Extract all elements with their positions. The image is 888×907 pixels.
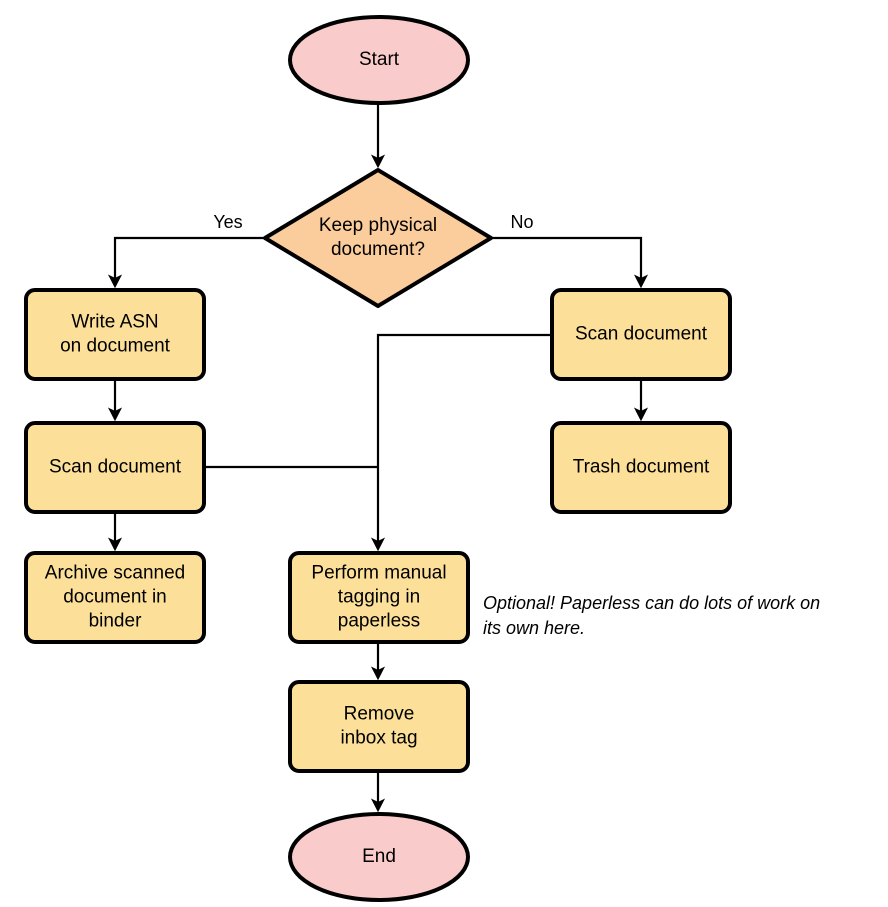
node-shape-ellipse <box>288 812 470 902</box>
node-label: Keep physical <box>319 215 437 236</box>
node-write-asn-on-document[interactable]: Write ASN on document <box>24 288 206 381</box>
node-shape-rect <box>550 288 732 381</box>
annotation-line: its own here. <box>483 618 585 638</box>
node-label: document in <box>63 587 167 608</box>
edge-decision-yes-to-write-asn: Yes <box>107 212 265 289</box>
node-scan-document-left[interactable]: Scan document <box>24 421 206 514</box>
node-label: binder <box>89 611 142 632</box>
node-trash-document[interactable]: Trash document <box>550 421 732 514</box>
node-label: tagging in <box>338 587 420 608</box>
edge-line <box>370 333 552 552</box>
edge-scan-document-right-to-tagging <box>370 333 552 552</box>
edge-line <box>491 236 649 289</box>
node-remove-inbox-tag[interactable]: Remove inbox tag <box>288 680 470 773</box>
node-label: Write ASN <box>71 312 158 333</box>
node-scan-document-right[interactable]: Scan document <box>550 288 732 381</box>
edges-layer: Yes No <box>107 103 649 813</box>
node-label: Perform manual <box>311 563 446 584</box>
node-start[interactable]: Start <box>288 15 470 105</box>
node-shape-rect <box>288 680 470 773</box>
node-keep-physical-document[interactable]: Keep physical document? <box>263 168 493 308</box>
edge-label-decision-yes-to-write-asn: Yes <box>213 212 242 232</box>
node-end[interactable]: End <box>288 812 470 902</box>
node-shape-diamond <box>263 168 493 308</box>
node-label: inbox tag <box>340 728 417 749</box>
node-perform-manual-tagging-in-paperless[interactable]: Perform manual tagging in paperless <box>288 551 470 644</box>
node-label: document? <box>331 239 425 260</box>
node-shape-rect <box>550 421 732 514</box>
node-label: paperless <box>338 611 420 632</box>
edge-decision-no-to-scan-document-right: No <box>491 212 649 289</box>
node-label: Remove <box>344 704 415 725</box>
node-label: Start <box>359 49 400 70</box>
annotations-layer: Optional! Paperless can do lots of work … <box>483 593 820 638</box>
node-label: Archive scanned <box>45 563 185 584</box>
node-label: Scan document <box>575 324 708 345</box>
node-shape-rect <box>24 288 206 381</box>
node-label: Trash document <box>573 457 710 478</box>
node-shape-rect <box>24 551 206 644</box>
node-label: Scan document <box>49 457 182 478</box>
annotation-optional-note: Optional! Paperless can do lots of work … <box>483 593 820 638</box>
node-label: on document <box>60 336 171 357</box>
node-shape-rect <box>24 421 206 514</box>
edge-label-decision-no-to-scan-document-right: No <box>510 212 533 232</box>
edge-line <box>107 236 265 289</box>
annotation-line: Optional! Paperless can do lots of work … <box>483 593 820 613</box>
node-shape-ellipse <box>288 15 470 105</box>
node-archive-scanned-document-in-binder[interactable]: Archive scanned document in binder <box>24 551 206 644</box>
node-label: End <box>362 846 396 867</box>
node-shape-rect <box>288 551 470 644</box>
